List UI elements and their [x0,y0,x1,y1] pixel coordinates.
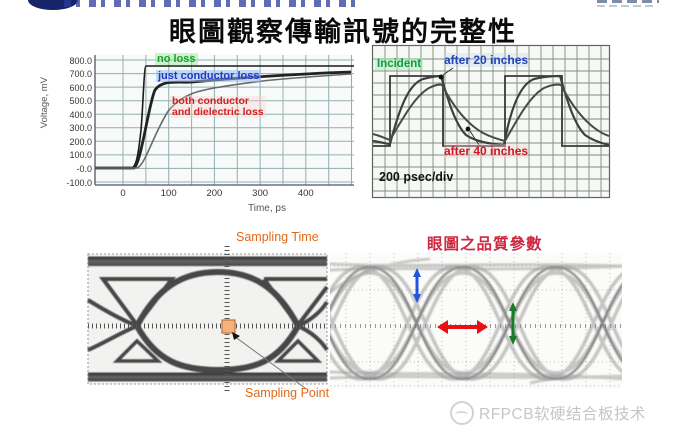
sampling-point-leader [233,335,306,389]
after-40-inches-waveform [372,83,610,143]
no-loss-curve [95,65,354,169]
y-tick: 100.0 [69,150,92,161]
y-axis-ticks: 800.0 700.0 600.0 500.0 400.0 300.0 200.… [58,52,92,188]
watermark: RFPCB软硬结合板技术 [450,401,646,425]
y-tick: 300.0 [69,123,92,134]
sampling-point-label: Sampling Point [245,386,330,400]
both-loss-label: both conductor and dielectric loss [170,96,266,118]
cutoff-corner-fragment [597,5,655,7]
after-40-pointer-dot [465,126,471,132]
after-20-pointer-dot [438,74,444,80]
x-axis-ticks: 0 100 200 300 400 [93,188,358,199]
x-tick: 0 [120,188,126,199]
y-tick: 800.0 [69,55,92,66]
x-tick: 200 [206,188,223,199]
page-title: 眼圖觀察傳輸訊號的完整性 [169,17,517,48]
sampling-time-label: Sampling Time [236,230,319,244]
y-tick: 700.0 [69,69,92,80]
cursor-arrow-icon [232,332,240,340]
watermark-logo-icon [450,401,474,425]
after-20-leader-line [442,67,454,76]
cutoff-header-text-fragments [64,0,360,7]
eye2-grid [330,253,622,389]
after-20-inches-label: after 20 inches [444,53,529,67]
y-tick: 500.0 [69,96,92,107]
cutoff-corner-fragment [597,0,659,3]
y-tick: -100.0 [66,177,92,188]
scope-waveform-chart [371,44,611,199]
incident-label: Incident [375,58,424,70]
conductor-loss-label: just conductor loss [156,70,262,82]
after-20-inches-waveform [372,74,610,147]
x-tick: 300 [252,188,269,199]
after-40-leader-line [469,130,480,146]
noise-arrow [413,268,421,303]
jitter-arrow [437,320,488,334]
both-loss-label-line2: and dielectric loss [172,106,264,118]
eye-diagram-quality [330,253,622,389]
y-axis-label: Voltage, mV [39,77,50,129]
timebase-label: 200 psec/div [379,170,454,184]
eye-diagram-sampling [86,246,329,392]
eye-height-arrow [509,302,517,345]
watermark-text: RFPCB软硬结合板技术 [479,406,647,423]
after-40-inches-label: after 40 inches [444,144,529,158]
conductor-loss-curve [95,70,352,170]
sampling-point-marker [221,319,236,334]
no-loss-label: no loss [155,53,198,65]
both-loss-label-line1: both conductor [172,95,249,107]
eye1-traces [86,256,329,382]
y-tick: -0.0 [76,163,92,174]
y-tick: 200.0 [69,136,92,147]
eye2-traces [330,257,622,385]
y-tick: 400.0 [69,109,92,120]
both-loss-curve [95,73,352,169]
x-tick: 400 [297,188,314,199]
company-logo-icon [28,0,78,10]
incident-waveform [373,75,609,147]
x-tick: 100 [160,188,177,199]
y-tick: 600.0 [69,82,92,93]
x-axis-label: Time, ps [248,203,286,214]
eye2-title: 眼圖之品質參數 [427,236,543,253]
